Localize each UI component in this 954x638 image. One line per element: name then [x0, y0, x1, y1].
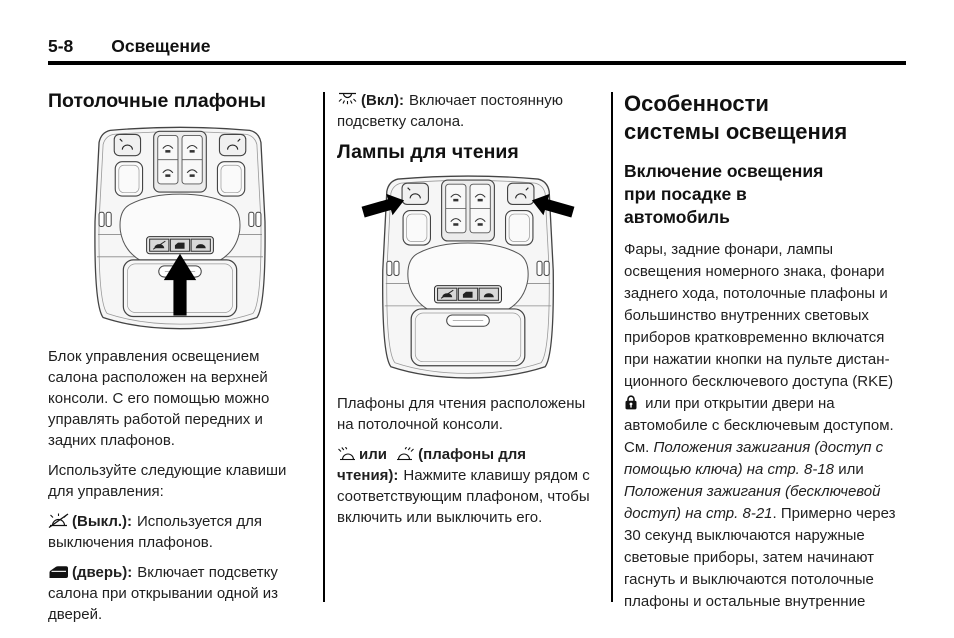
- key-text: Нажмите клавишу рядом с соответствующим …: [337, 467, 590, 526]
- page-number: 5-8: [48, 36, 74, 56]
- pointer-arrow-up: [163, 253, 196, 316]
- key-label: (дверь):: [72, 564, 133, 581]
- overhead-console-diagram: [48, 125, 311, 338]
- key-on-paragraph: (Вкл):Включает постоянную подсветку сало…: [337, 90, 599, 132]
- reading-lamps-drawing: [361, 175, 575, 379]
- pointer-arrow-left: [361, 193, 405, 218]
- key-text: Включает постоянную подсветку салона.: [337, 92, 563, 130]
- key-label: (плафоны для чтения):: [337, 446, 527, 484]
- reading-lamps-diagram: [337, 174, 599, 387]
- cross-reference: Положения зажигания (доступ с помощью кл…: [624, 439, 884, 478]
- key-text: Используется для выключения плафонов.: [48, 513, 263, 551]
- section-heading: Лампы для чтения: [337, 141, 519, 163]
- ceiling-lamp-on-icon: [338, 92, 357, 105]
- column-reading-lamps: (Вкл):Включает постоянную подсветку сало…: [337, 90, 599, 537]
- reading-lamp-right-icon: [397, 446, 415, 461]
- paragraph: Используйте следующие клавиши для управл…: [48, 462, 287, 500]
- overhead-console-drawing: [93, 126, 266, 330]
- column-dome-lamps: Потолочные плафоны Блок управления освещ…: [48, 90, 311, 634]
- column-divider: [323, 92, 325, 602]
- lamp-off-icon: [48, 513, 69, 529]
- key-off-paragraph: (Выкл.):Используется для выключения плаф…: [48, 511, 311, 553]
- chapter-title: Освещение: [111, 36, 211, 56]
- cross-reference: Положения зажигания (бесклю­чевой доступ…: [624, 483, 881, 522]
- key-label: (Выкл.):: [72, 513, 133, 530]
- body-paragraph: Фары, задние фонари, лампы освещения ном…: [624, 241, 896, 610]
- reading-lamp-left-icon: [338, 446, 355, 461]
- header-rule: [48, 61, 906, 65]
- key-door-paragraph: (дверь):Включает подсветку салона при от…: [48, 562, 311, 625]
- door-icon: [49, 566, 68, 578]
- page-header: 5-8 Освещение: [48, 36, 210, 57]
- key-conjunction: или: [359, 446, 387, 463]
- rke-lock-icon: [625, 395, 637, 410]
- key-text: Включает подсветку салона при открывании…: [48, 564, 279, 623]
- paragraph: Плафоны для чтения располо­жены на потол…: [337, 395, 586, 433]
- section-heading: Потолочные плафоны: [48, 90, 266, 112]
- key-label: (Вкл):: [361, 92, 405, 109]
- paragraph: Блок управления освещением салона распол…: [48, 348, 270, 449]
- column-divider: [611, 92, 613, 602]
- pointer-arrow-right: [531, 193, 575, 218]
- key-reading-paragraph: или (плафоны для чтения):Нажмите клавишу…: [337, 444, 599, 528]
